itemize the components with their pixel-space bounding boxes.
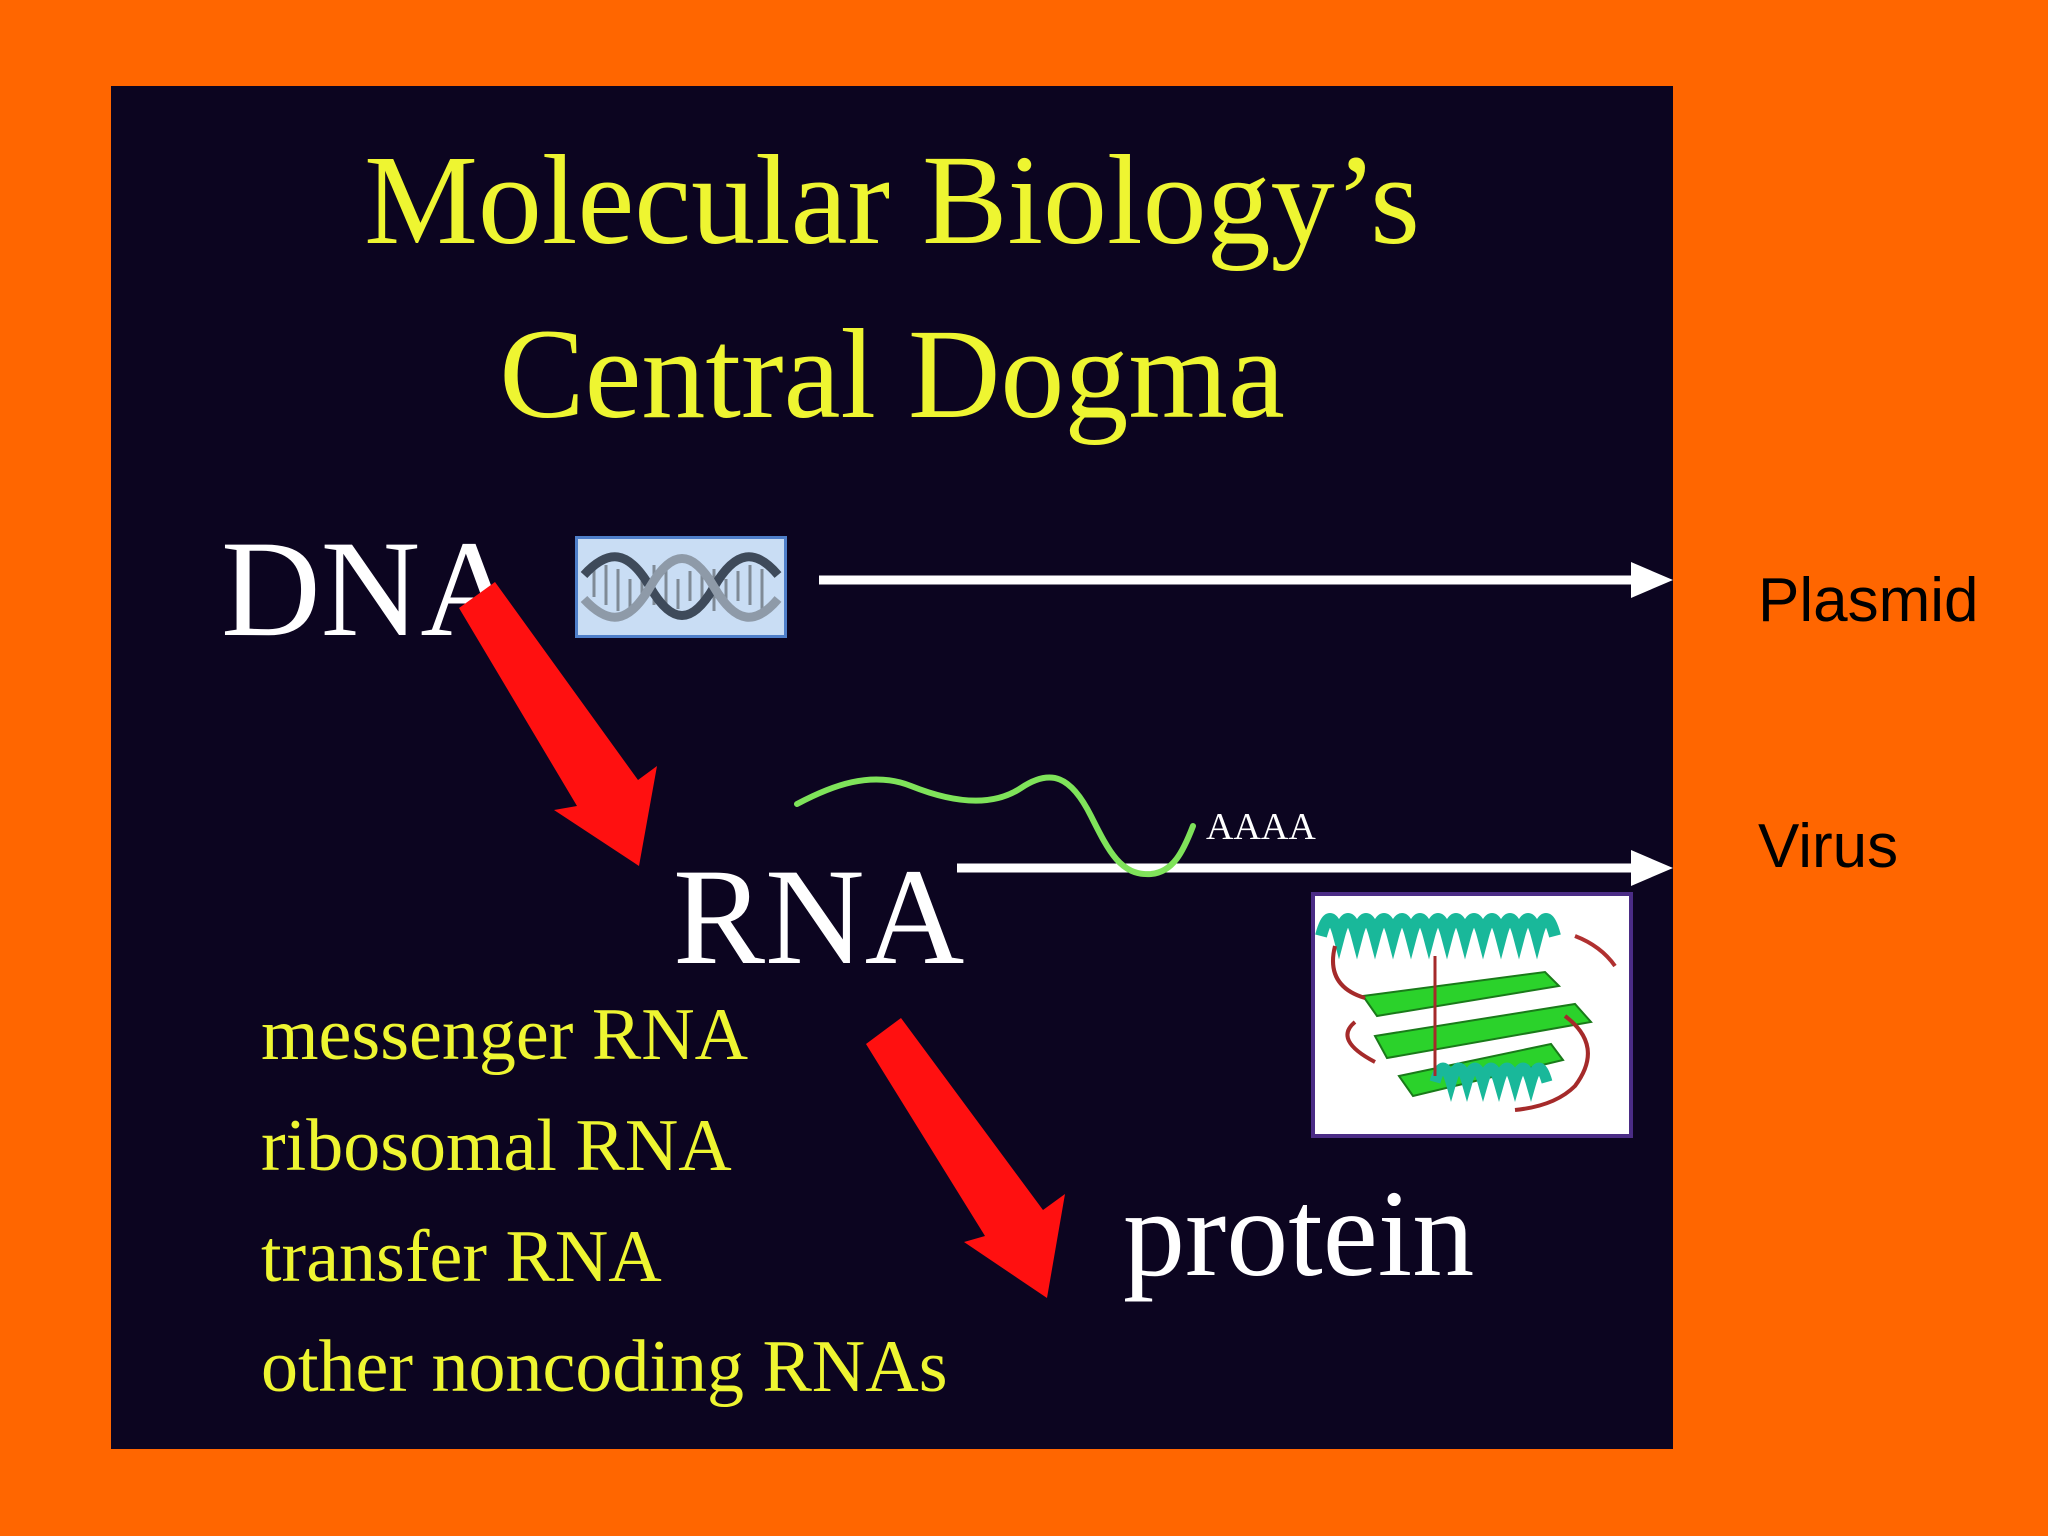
slide-title-line-2: Central Dogma (499, 303, 1285, 445)
rna-type-item: messenger RNA (261, 994, 749, 1076)
slide-panel: Molecular Biology’s Central Dogma DNA (111, 86, 1673, 1449)
mrna-strand (794, 774, 1196, 878)
slide-title-line-1: Molecular Biology’s (364, 129, 1420, 271)
diagram-arrows (459, 562, 1673, 1298)
virus-pointer-arrow (957, 850, 1673, 886)
protein-label: protein (1123, 1165, 1475, 1302)
rna-type-item: transfer RNA (261, 1216, 662, 1298)
rna-label: RNA (673, 840, 965, 993)
dna-label: DNA (221, 512, 520, 665)
protein-ribbon-structure-icon (1311, 892, 1633, 1138)
dna-double-helix-icon (575, 536, 787, 638)
plasmid-label: Plasmid (1758, 566, 1979, 635)
red-arrow-icon (459, 582, 657, 866)
poly-a-tail-label: AAAA (1206, 806, 1316, 848)
rna-type-item: ribosomal RNA (261, 1105, 732, 1187)
red-arrow-icon (866, 1018, 1065, 1298)
plasmid-pointer-arrow (819, 562, 1673, 598)
virus-label: Virus (1758, 812, 1899, 881)
rna-type-item: other noncoding RNAs (261, 1326, 948, 1408)
